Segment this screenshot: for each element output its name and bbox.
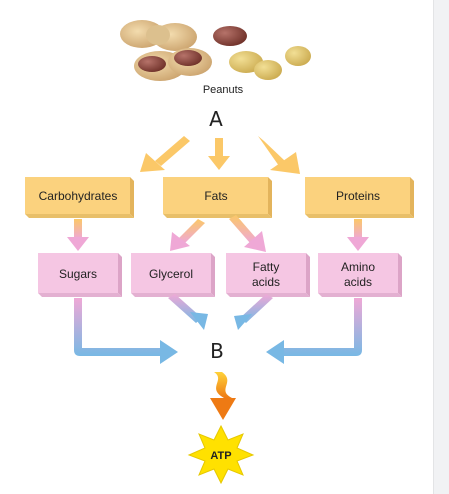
- proteins-label: Proteins: [336, 189, 380, 203]
- arrow-fatty-acids-to-b: [234, 294, 273, 330]
- peanut-shell-icon: [120, 20, 197, 51]
- arrow-proteins-to-amino-acids: [347, 219, 369, 251]
- peanut-kernel-icon: [254, 60, 282, 80]
- proteins-box: Proteins: [305, 177, 414, 218]
- fatty-acids-label-line2: acids: [252, 275, 280, 289]
- sugars-label: Sugars: [59, 267, 97, 281]
- fatty-acids-box: Fatty acids: [226, 253, 310, 297]
- arrow-sugars-to-b: [74, 298, 178, 364]
- sugars-box: Sugars: [38, 253, 122, 297]
- carbohydrates-label: Carbohydrates: [39, 189, 118, 203]
- peanut-kernel-icon: [213, 26, 247, 46]
- arrow-carbohydrates-to-sugars: [67, 219, 89, 251]
- fats-label: Fats: [204, 189, 227, 203]
- peanuts-label: Peanuts: [203, 84, 244, 96]
- atp-label: ATP: [210, 450, 231, 462]
- arrow-fats-to-glycerol: [170, 219, 205, 251]
- carbohydrates-box: Carbohydrates: [25, 177, 134, 218]
- arrow-glycerol-to-b: [168, 294, 208, 330]
- flame-arrow-icon: [210, 372, 236, 420]
- peanut-open-shell-icon: [134, 48, 212, 81]
- arrow-to-carbohydrates: [140, 136, 190, 172]
- glycerol-box: Glycerol: [131, 253, 215, 297]
- peanut-kernel-icon: [285, 46, 311, 66]
- page-edge: [433, 0, 449, 494]
- peanuts-image: [120, 20, 311, 81]
- marker-a: A: [209, 107, 223, 131]
- fats-box: Fats: [163, 177, 272, 218]
- marker-b: B: [210, 339, 224, 363]
- atp-starburst-icon: ATP: [187, 424, 255, 485]
- arrow-to-proteins: [258, 136, 300, 174]
- amino-acids-label-line1: Amino: [341, 260, 375, 274]
- arrow-amino-acids-to-b: [266, 298, 362, 364]
- amino-acids-box: Amino acids: [318, 253, 402, 297]
- arrow-fats-to-fatty-acids: [229, 215, 266, 252]
- amino-acids-label-line2: acids: [344, 275, 372, 289]
- glycerol-label: Glycerol: [149, 267, 193, 281]
- arrow-to-fats: [208, 138, 230, 170]
- fatty-acids-label-line1: Fatty: [253, 260, 280, 274]
